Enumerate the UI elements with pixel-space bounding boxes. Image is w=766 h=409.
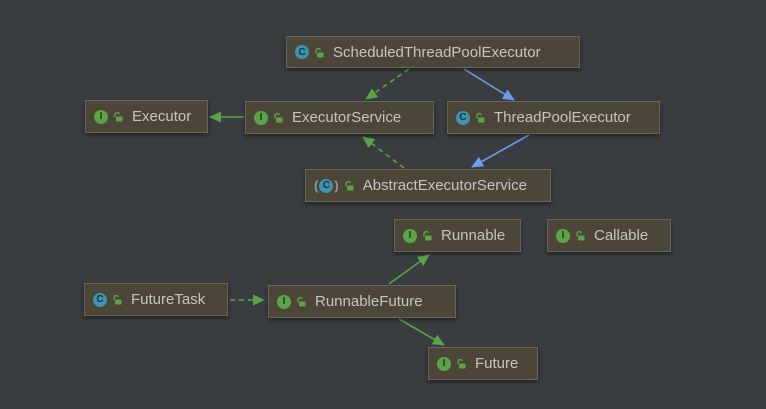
public-lock-icon xyxy=(273,112,284,123)
edge-extends-runnable-future-to-runnable[interactable] xyxy=(388,254,430,285)
public-lock-icon xyxy=(575,230,586,241)
node-label: AbstractExecutorService xyxy=(362,177,527,194)
public-lock-icon xyxy=(456,358,467,369)
node-runnable[interactable]: I Runnable xyxy=(394,219,521,252)
node-callable[interactable]: I Callable xyxy=(547,219,671,252)
node-future-task[interactable]: C FutureTask xyxy=(84,283,228,316)
interface-icon: I xyxy=(94,109,108,124)
public-lock-icon xyxy=(475,112,486,123)
interface-icon: I xyxy=(437,356,451,371)
node-label: ExecutorService xyxy=(292,109,402,126)
class-icon: C xyxy=(456,110,470,125)
node-label: Runnable xyxy=(441,227,506,244)
node-thread-pool-executor[interactable]: C ThreadPoolExecutor xyxy=(447,101,660,134)
interface-icon: I xyxy=(254,110,268,125)
node-runnable-future[interactable]: I RunnableFuture xyxy=(268,285,456,318)
node-abstract-executor-service[interactable]: (C) AbstractExecutorService xyxy=(305,169,551,202)
node-label: ThreadPoolExecutor xyxy=(494,109,631,126)
node-executor-service[interactable]: I ExecutorService xyxy=(245,101,434,134)
node-future[interactable]: I Future xyxy=(428,347,538,380)
node-label: FutureTask xyxy=(131,291,206,308)
edge-extends-runnable-future-to-future[interactable] xyxy=(398,318,445,346)
public-lock-icon xyxy=(112,294,123,305)
public-lock-icon xyxy=(296,296,307,307)
interface-icon: I xyxy=(403,228,417,243)
class-icon: C xyxy=(295,45,309,59)
interface-icon: I xyxy=(277,294,291,309)
public-lock-icon xyxy=(344,180,355,191)
node-label: ScheduledThreadPoolExecutor xyxy=(333,43,541,61)
public-lock-icon xyxy=(422,230,433,241)
edge-implements-scheduled-thread-pool-executor-to-executor-service[interactable] xyxy=(365,68,410,100)
class-icon: C xyxy=(93,292,107,307)
edge-extends-thread-pool-executor-to-abstract-executor-service[interactable] xyxy=(471,134,530,168)
node-label: Future xyxy=(475,355,519,372)
node-label: Callable xyxy=(594,227,649,244)
node-scheduled-thread-pool-executor[interactable]: C ScheduledThreadPoolExecutor xyxy=(286,36,580,68)
public-lock-icon xyxy=(314,47,325,58)
node-executor[interactable]: I Executor xyxy=(85,100,208,133)
node-label: RunnableFuture xyxy=(315,293,423,310)
abstract-class-icon: (C) xyxy=(314,177,339,193)
edge-implements-abstract-executor-service-to-executor-service[interactable] xyxy=(362,136,405,169)
interface-icon: I xyxy=(556,228,570,243)
edge-extends-scheduled-thread-pool-executor-to-thread-pool-executor[interactable] xyxy=(463,68,515,101)
public-lock-icon xyxy=(113,111,124,122)
node-label: Executor xyxy=(132,108,192,125)
